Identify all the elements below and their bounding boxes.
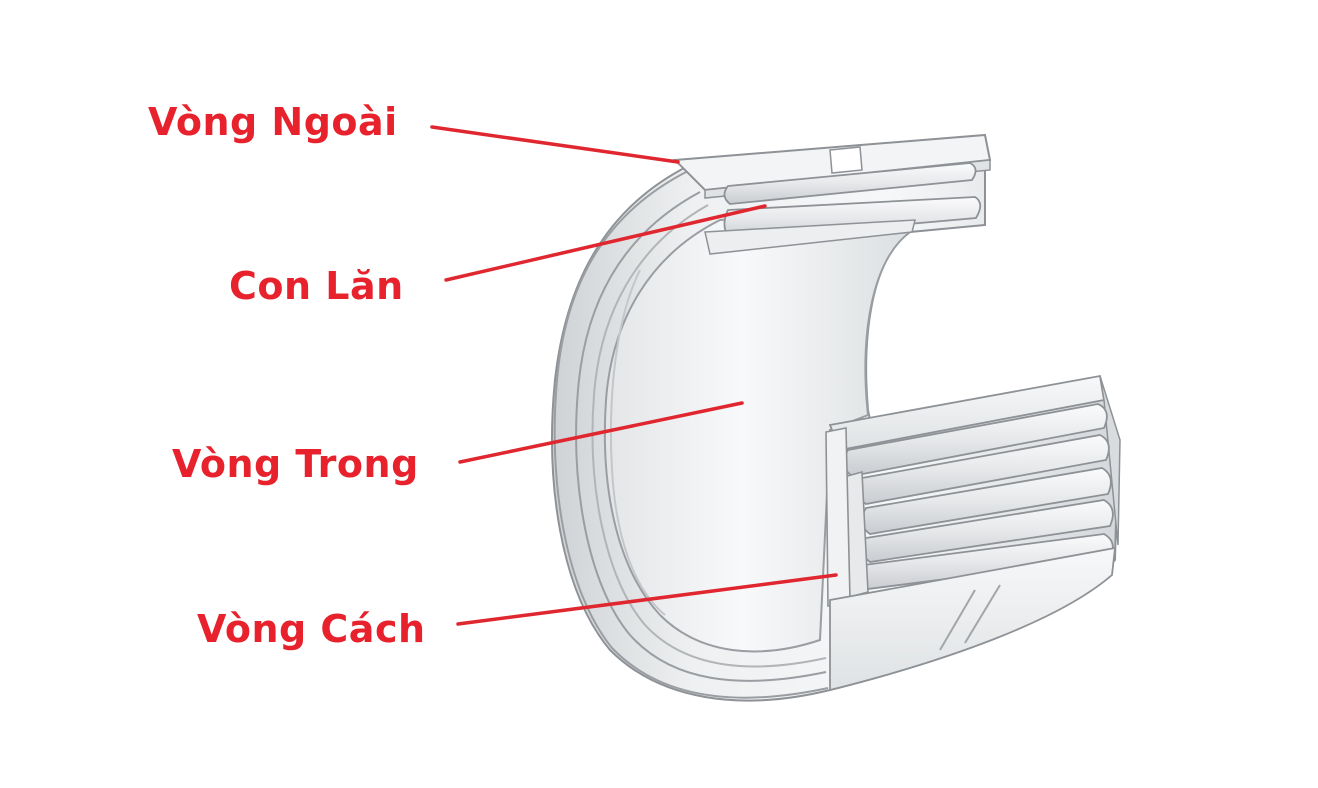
label-roller: Con Lăn bbox=[229, 264, 404, 308]
cage bbox=[825, 427, 1117, 692]
leader-line-roller bbox=[444, 204, 767, 282]
label-outer-ring: Vòng Ngoài bbox=[148, 100, 398, 144]
label-inner-ring: Vòng Trong bbox=[172, 442, 419, 486]
rollers-bottom bbox=[828, 374, 1121, 591]
leader-line-outer-ring bbox=[430, 125, 680, 164]
label-cage: Vòng Cách bbox=[197, 607, 426, 651]
leader-lines bbox=[430, 125, 838, 626]
leader-line-cage bbox=[456, 573, 838, 626]
rollers-top bbox=[704, 162, 982, 255]
leader-line-inner-ring bbox=[458, 401, 744, 464]
